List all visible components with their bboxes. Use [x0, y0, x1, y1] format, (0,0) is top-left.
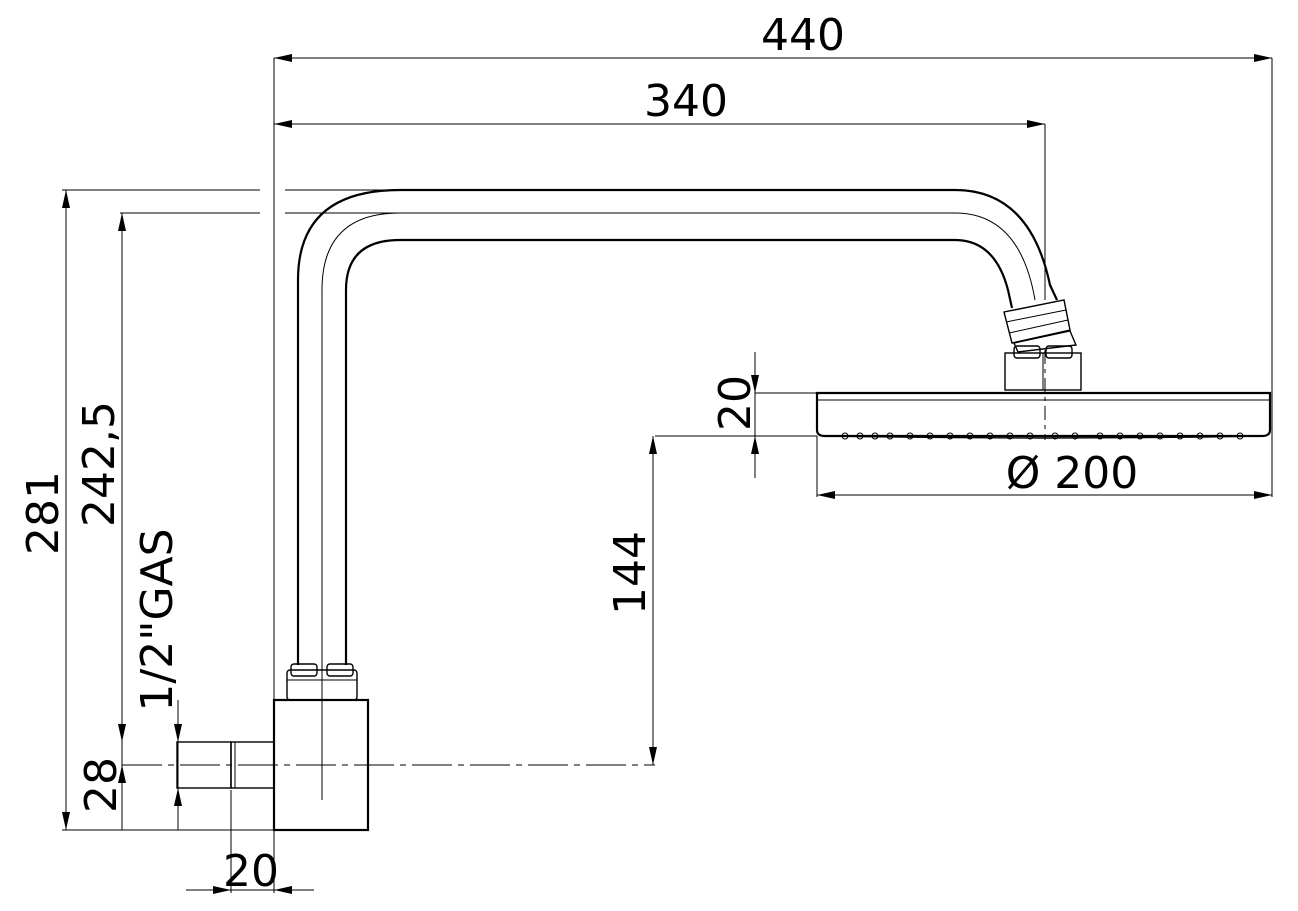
nozzles: [841, 432, 1244, 440]
dim-head-drop: 144: [605, 531, 656, 615]
wall-fitting: [122, 663, 655, 832]
dim-arm-reach: 340: [644, 76, 728, 127]
dim-arm-height: 242,5: [74, 401, 125, 527]
dim-overall-height: 281: [18, 471, 69, 555]
dim-head-diameter: Ø 200: [1006, 448, 1139, 499]
shower-head: [815, 345, 1272, 440]
dimension-labels: 440 340 Ø 200 20 144 281 242,5 1/2"GAS 2…: [18, 10, 1138, 897]
dim-flange-depth: 20: [223, 846, 279, 897]
dim-wall-offset: 28: [76, 757, 127, 813]
ball-joint: [1003, 299, 1078, 353]
dim-overall-width: 440: [761, 10, 845, 61]
dim-head-thickness: 20: [710, 375, 761, 431]
dimension-lines: [62, 54, 1273, 894]
dim-thread: 1/2"GAS: [132, 528, 183, 711]
